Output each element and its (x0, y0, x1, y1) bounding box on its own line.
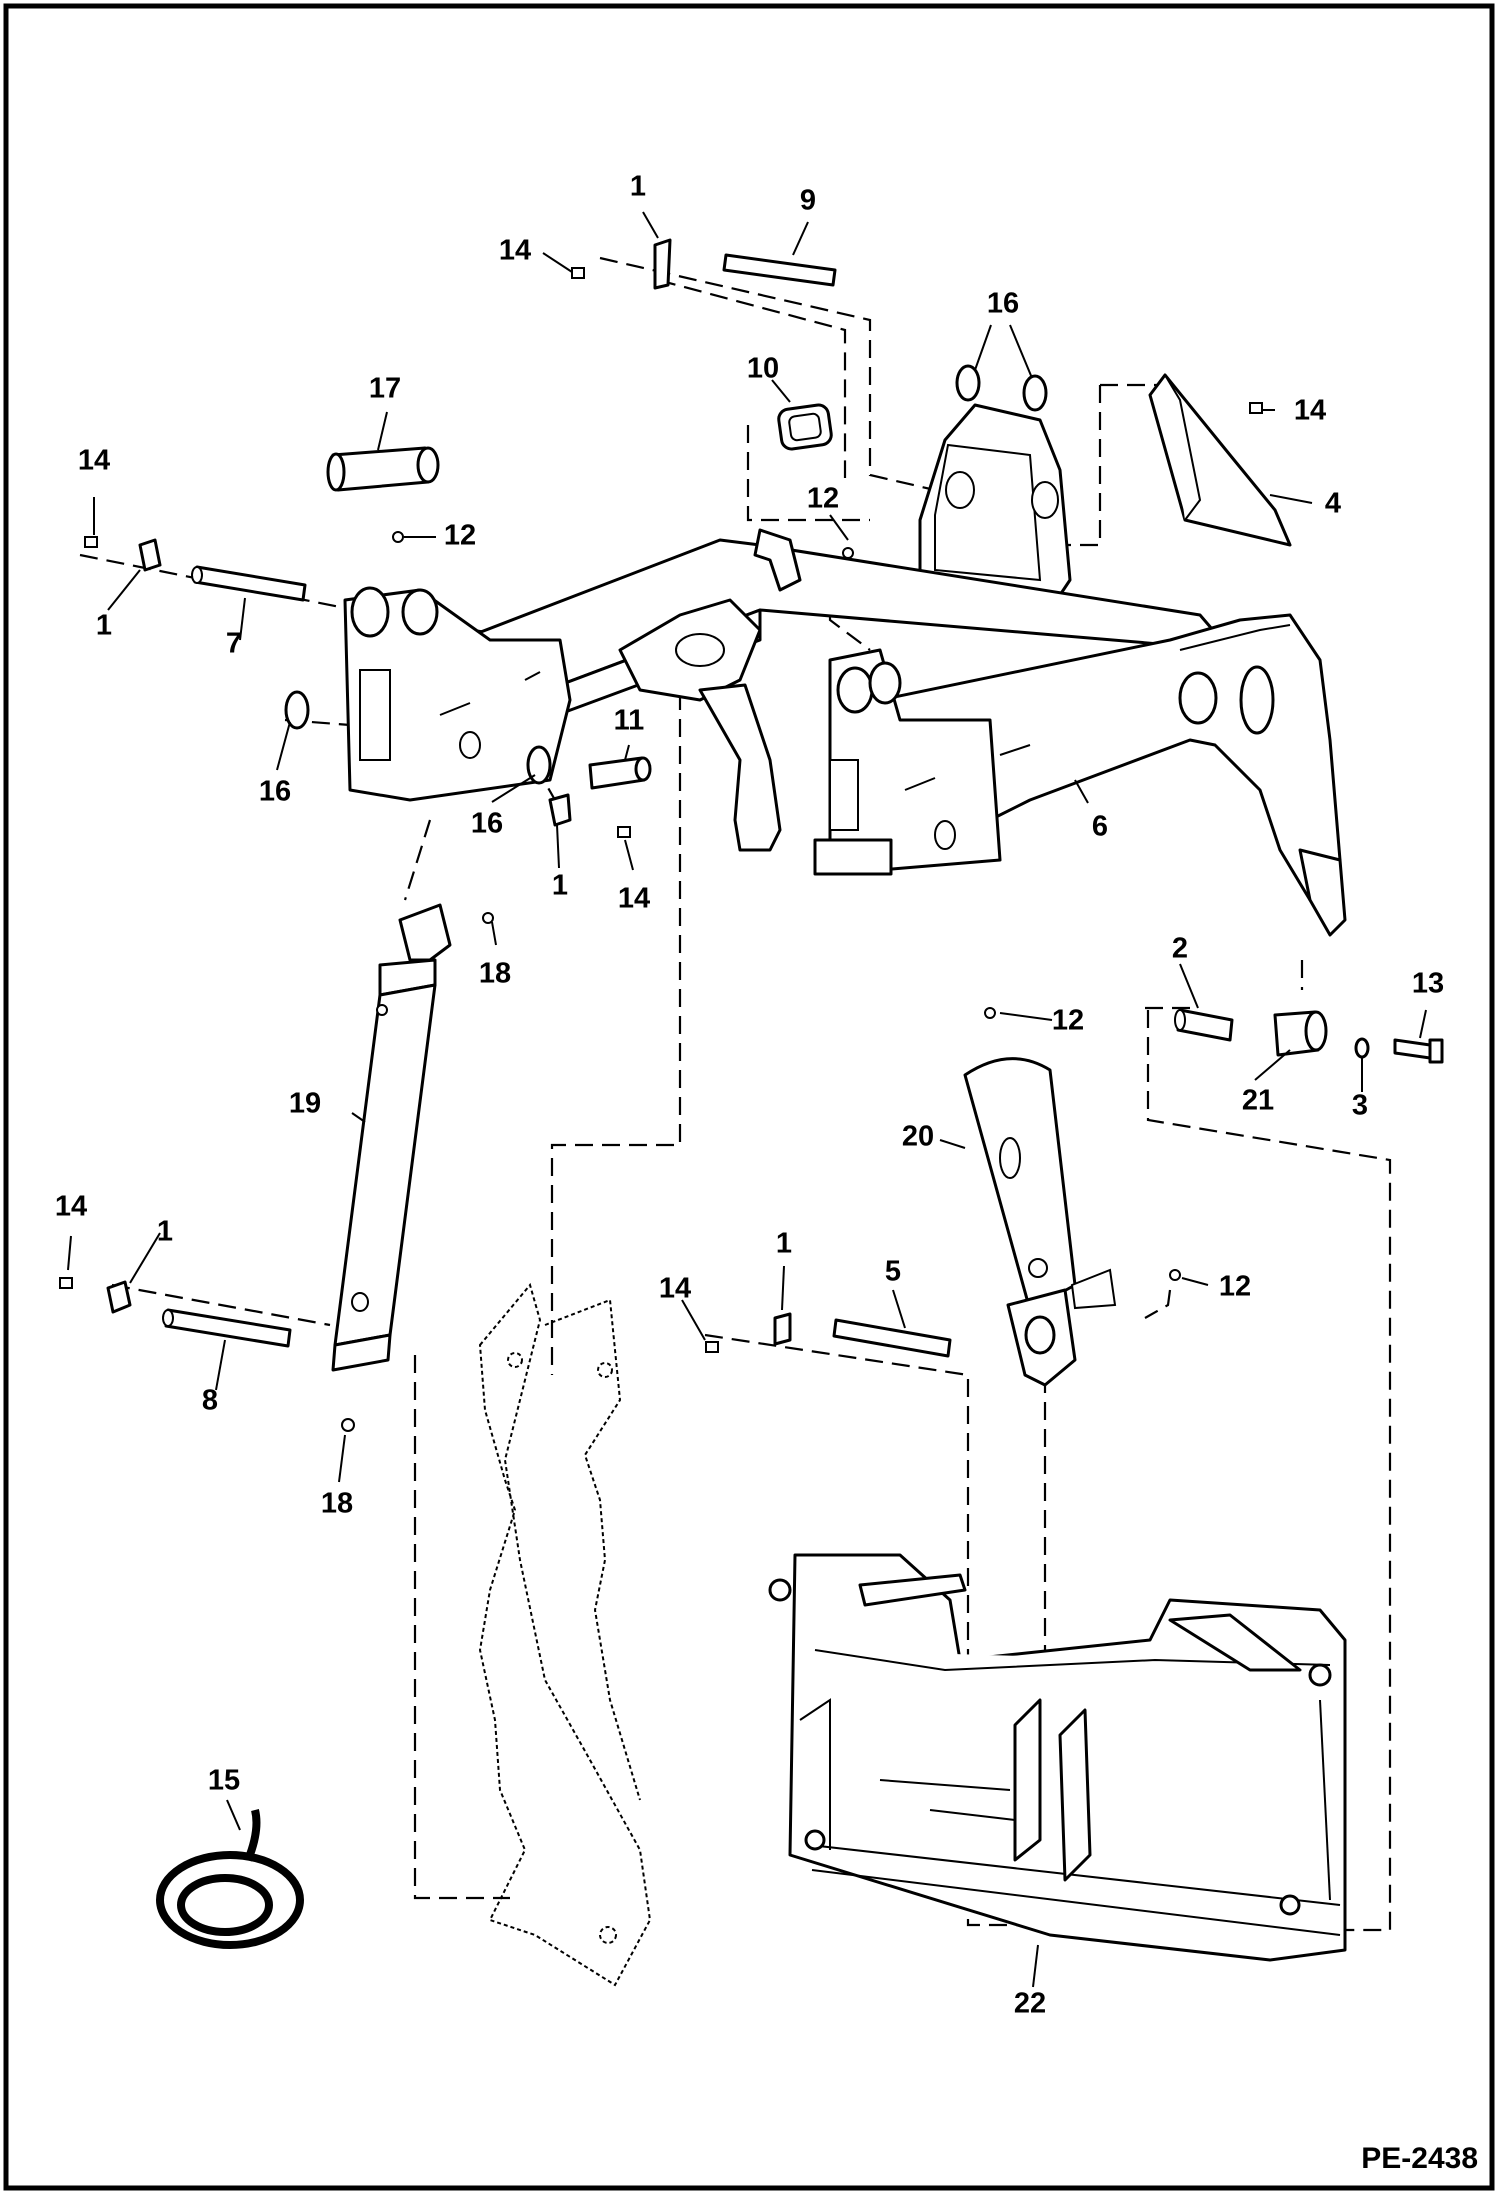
leader-lines (67, 211, 1427, 1988)
drawing-code: PE-2438 (1361, 2142, 1478, 2175)
callout-1: 1 (157, 1216, 173, 1248)
washer-16-c (284, 690, 310, 730)
callout-4: 4 (1325, 488, 1341, 520)
callout-5: 5 (885, 1256, 901, 1288)
callout-2: 2 (1172, 933, 1188, 965)
pin-7 (191, 565, 307, 602)
hose-coil-15 (156, 1809, 304, 1949)
pin-5 (832, 1318, 952, 1358)
seal-10 (777, 403, 833, 451)
pin-9 (722, 253, 837, 287)
fitting-18-b (341, 1418, 355, 1432)
phantom-loader-arm (478, 1282, 652, 1987)
callout-16: 16 (259, 776, 291, 808)
callout-6: 6 (1092, 811, 1108, 843)
callout-12: 12 (1219, 1271, 1251, 1303)
callout-1: 1 (630, 171, 646, 203)
pin-11 (588, 756, 652, 790)
bolts-14 (59, 267, 1263, 1353)
callout-17: 17 (369, 373, 401, 405)
callout-11: 11 (614, 705, 645, 737)
fitting-18-a (482, 912, 494, 924)
callout-9: 9 (800, 185, 816, 217)
callout-16: 16 (987, 288, 1019, 320)
callout-20: 20 (902, 1121, 934, 1153)
callout-1: 1 (552, 870, 568, 902)
pin-2 (1174, 1008, 1234, 1042)
callout-14: 14 (78, 445, 110, 477)
bushing-17 (326, 446, 440, 492)
callout-19: 19 (289, 1088, 321, 1120)
pin-8 (162, 1308, 292, 1348)
callout-12: 12 (807, 483, 839, 515)
callout-14: 14 (659, 1273, 691, 1305)
loader-arm-frame (343, 403, 1347, 937)
callout-14: 14 (1294, 395, 1326, 427)
callout-18: 18 (321, 1488, 353, 1520)
callout-8: 8 (202, 1385, 218, 1417)
callout-14: 14 (618, 883, 650, 915)
callout-15: 15 (208, 1765, 240, 1797)
lift-cylinder-19 (331, 903, 452, 1372)
callouts: 1 9 14 16 17 10 14 4 12 14 12 1 7 16 16 … (55, 171, 1444, 2020)
fittings-12 (392, 531, 1181, 1281)
washer-16-b (1022, 374, 1048, 412)
retainer-1-c (548, 793, 572, 827)
washer-16-a (955, 364, 981, 402)
bob-tach-22 (768, 1553, 1347, 1962)
callout-3: 3 (1352, 1090, 1368, 1122)
callout-14: 14 (55, 1191, 87, 1223)
washer-16-d (526, 745, 552, 785)
shield-4 (1148, 373, 1292, 547)
callout-7: 7 (226, 628, 242, 660)
retainer-1-a (653, 238, 672, 290)
frame-border (3, 3, 1495, 2191)
retainer-1-b (138, 538, 162, 572)
retainer-1-e (773, 1312, 792, 1346)
retainer-1-d (106, 1280, 132, 1314)
callout-1: 1 (96, 610, 112, 642)
callout-22: 22 (1014, 1988, 1046, 2020)
callout-18: 18 (479, 958, 511, 990)
callout-12: 12 (444, 520, 476, 552)
callout-13: 13 (1412, 968, 1444, 1000)
callout-14: 14 (499, 235, 531, 267)
callout-16: 16 (471, 808, 503, 840)
callout-1: 1 (776, 1228, 792, 1260)
tilt-cylinder-20 (963, 1057, 1117, 1387)
callout-12: 12 (1052, 1005, 1084, 1037)
washer-3 (1354, 1037, 1370, 1059)
bushing-21 (1273, 1010, 1328, 1057)
callout-10: 10 (747, 353, 779, 385)
bolt-13 (1393, 1038, 1444, 1064)
callout-21: 21 (1242, 1085, 1274, 1117)
